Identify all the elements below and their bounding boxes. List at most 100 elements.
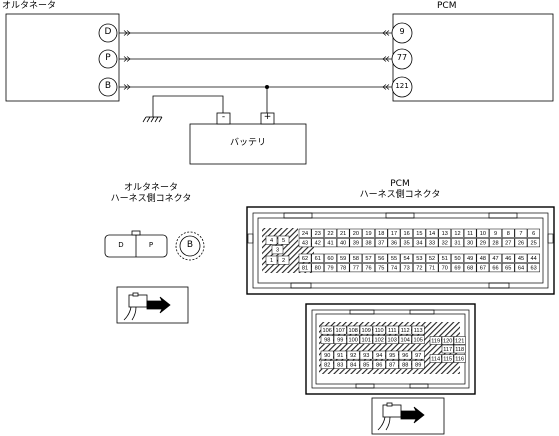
pcm-harness-title-line2: ハーネス側コネクタ bbox=[359, 190, 441, 200]
pin-label: 108 bbox=[349, 328, 358, 334]
pin-label: 26 bbox=[518, 241, 524, 247]
pcm-b-pin-113: 113 bbox=[411, 325, 425, 335]
pin-label: 63 bbox=[531, 266, 537, 272]
pin-label: 19 bbox=[365, 231, 371, 237]
pcm-b-pin-121: 121 bbox=[453, 336, 466, 345]
pin-label: 43 bbox=[302, 241, 308, 247]
pcm-a-pin-81: 81 bbox=[298, 263, 312, 273]
pin-label: 92 bbox=[350, 353, 356, 359]
pcm-a-pin-79: 79 bbox=[324, 263, 337, 273]
pin-label: 102 bbox=[375, 338, 384, 344]
pcm-b-pin-89: 89 bbox=[411, 360, 425, 369]
pcm-a-pin-46: 46 bbox=[501, 253, 515, 263]
pcm-a-pin-16: 16 bbox=[400, 228, 413, 238]
pin-label: 47 bbox=[492, 256, 498, 262]
pcm-a-pin-8: 8 bbox=[501, 228, 515, 238]
pin-label: 58 bbox=[353, 256, 359, 262]
alt-connector-graphic bbox=[104, 230, 205, 261]
pcm-terminal-9 bbox=[391, 22, 413, 44]
pin-label: 110 bbox=[375, 328, 384, 334]
pin-label: 48 bbox=[480, 256, 486, 262]
pcm-a-pin-66: 66 bbox=[489, 263, 502, 273]
pin-label: 31 bbox=[454, 241, 460, 247]
pcm-b-pin-108: 108 bbox=[346, 325, 360, 335]
pin-label: 15 bbox=[416, 231, 422, 237]
pcm-a-pin-41: 41 bbox=[324, 238, 337, 248]
pin-label: 53 bbox=[416, 256, 422, 262]
ground-wire bbox=[152, 95, 224, 117]
pin-label: 85 bbox=[363, 363, 369, 369]
pin-label: 109 bbox=[362, 328, 371, 334]
pin-label: 22 bbox=[327, 231, 333, 237]
pin-label: 57 bbox=[365, 256, 371, 262]
pcm-b-pin-107: 107 bbox=[333, 325, 347, 335]
pcm-a-pin-45: 45 bbox=[514, 253, 528, 263]
pin-label: 89 bbox=[415, 363, 421, 369]
pin-label: 32 bbox=[442, 241, 448, 247]
pcm-b-pin-115: 115 bbox=[441, 354, 454, 363]
pin-label: 40 bbox=[340, 241, 346, 247]
pin-label: 75 bbox=[378, 266, 384, 272]
pin-label: 70 bbox=[442, 266, 448, 272]
pin-label: 36 bbox=[391, 241, 397, 247]
pin-label: 1 bbox=[270, 258, 273, 264]
pcm-a-pin-28: 28 bbox=[489, 238, 502, 248]
pin-label: 18 bbox=[378, 231, 384, 237]
pin-label: 107 bbox=[336, 328, 345, 334]
pin-label: 54 bbox=[404, 256, 410, 262]
pcm-b-pin-83: 83 bbox=[333, 360, 347, 369]
pin-label: 35 bbox=[404, 241, 410, 247]
pin-label: 13 bbox=[442, 231, 448, 237]
pcm-a-pin-12: 12 bbox=[451, 228, 464, 238]
pin-label: 21 bbox=[340, 231, 346, 237]
pcm-a-pin-52: 52 bbox=[425, 253, 439, 263]
pin-label: 68 bbox=[467, 266, 473, 272]
pcm-b-pin-119: 119 bbox=[429, 336, 442, 345]
pin-label: 96 bbox=[402, 353, 408, 359]
pcm-b-pin-118: 118 bbox=[453, 344, 466, 354]
pcm-a-pin-49: 49 bbox=[463, 253, 477, 263]
pcm-a-pin-26: 26 bbox=[514, 238, 528, 248]
pcm-a-pin-6: 6 bbox=[527, 228, 540, 238]
alt-terminal-d-label: D bbox=[104, 27, 112, 37]
pcm-b-pin-105: 105 bbox=[411, 335, 425, 344]
pcm-title: PCM bbox=[437, 1, 457, 11]
pcm-a-pin-24: 24 bbox=[298, 228, 312, 238]
pin-label: 30 bbox=[467, 241, 473, 247]
pcm-box bbox=[392, 13, 554, 102]
pcm-a-pin-73: 73 bbox=[400, 263, 413, 273]
pin-label: 116 bbox=[455, 357, 464, 363]
pcm-b-pin-117: 117 bbox=[441, 344, 454, 354]
alternator-box bbox=[5, 13, 120, 102]
pin-label: 95 bbox=[389, 353, 395, 359]
pin-label: 45 bbox=[518, 256, 524, 262]
pin-label: 91 bbox=[337, 353, 343, 359]
pin-label: 80 bbox=[315, 266, 321, 272]
pcm-a-pin-35: 35 bbox=[400, 238, 413, 248]
pin-label: 44 bbox=[531, 256, 537, 262]
pin-label: 97 bbox=[415, 353, 421, 359]
pin-label: 17 bbox=[391, 231, 397, 237]
pin-label: 69 bbox=[454, 266, 460, 272]
pin-label: 8 bbox=[507, 231, 510, 237]
pin-label: 27 bbox=[505, 241, 511, 247]
pcm-harness-title-line1: PCM bbox=[390, 179, 410, 189]
pcm-b-pin-102: 102 bbox=[372, 335, 386, 344]
pcm-a-pin-11: 11 bbox=[463, 228, 477, 238]
pin-label: 42 bbox=[315, 241, 321, 247]
pcm-a-pin-61: 61 bbox=[311, 253, 325, 263]
pcm-b-pin-112: 112 bbox=[398, 325, 412, 335]
pcm-a-pin-77: 77 bbox=[349, 263, 363, 273]
alt-connector-pin-p: P bbox=[148, 241, 154, 249]
pcm-b-pin-93: 93 bbox=[359, 350, 373, 360]
pcm-a-pin-44: 44 bbox=[527, 253, 540, 263]
pcm-a-pin-68: 68 bbox=[463, 263, 477, 273]
pcm-a-pin-51: 51 bbox=[438, 253, 452, 263]
pcm-a-pin-10: 10 bbox=[476, 228, 490, 238]
pin-label: 52 bbox=[429, 256, 435, 262]
pin-label: 94 bbox=[376, 353, 382, 359]
pin-label: 100 bbox=[349, 338, 358, 344]
alt-harness-title-line1: オルタネータ bbox=[123, 183, 179, 193]
pin-label: 3 bbox=[276, 248, 279, 254]
pcm-a-pin-71: 71 bbox=[425, 263, 439, 273]
